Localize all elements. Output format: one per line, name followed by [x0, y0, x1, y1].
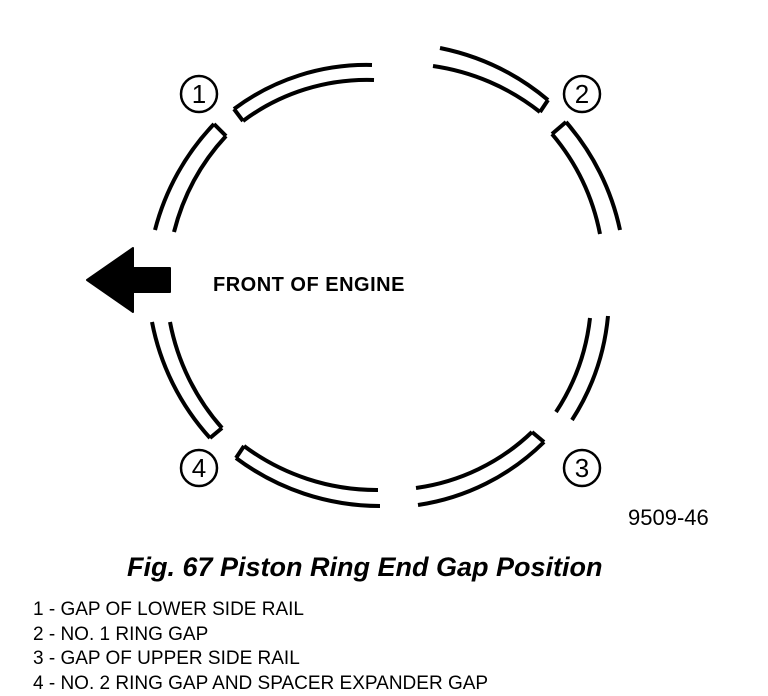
ring-segment-right-lower	[554, 315, 610, 422]
callout-3-label: 3	[575, 453, 589, 483]
ring-gap-diagram: 1 2 3 4	[86, 46, 622, 508]
ring-segment-left-lower	[150, 321, 224, 440]
ring-segment-bottom-right	[415, 430, 546, 507]
legend-item: 3 - GAP OF UPPER SIDE RAIL	[33, 648, 300, 669]
front-of-engine-label: FRONT OF ENGINE	[213, 274, 405, 296]
callout-4-label: 4	[192, 453, 206, 483]
ring-segment-left-upper	[153, 122, 228, 233]
ring-segment-right-upper	[550, 120, 622, 235]
legend-item: 4 - NO. 2 RING GAP AND SPACER EXPANDER G…	[33, 672, 489, 694]
legend: 1 - GAP OF LOWER SIDE RAIL 2 - NO. 1 RIN…	[33, 598, 488, 696]
callout-2: 2	[562, 74, 602, 114]
ring-segment-top-right	[432, 46, 550, 114]
figure-id: 9509-46	[628, 505, 709, 530]
ring-segment-bottom-left	[234, 444, 381, 508]
callout-2-label: 2	[575, 79, 589, 109]
figure-title: Fig. 67 Piston Ring End Gap Position	[127, 552, 603, 582]
callout-4: 4	[179, 448, 219, 488]
legend-item: 2 - NO. 1 RING GAP	[33, 623, 209, 645]
legend-item: 1 - GAP OF LOWER SIDE RAIL	[33, 599, 304, 620]
callout-1: 1	[179, 74, 219, 114]
front-arrow-icon	[86, 247, 171, 313]
callout-3: 3	[562, 448, 602, 488]
ring-segment-top-left	[232, 62, 375, 123]
callout-1-label: 1	[192, 79, 206, 109]
